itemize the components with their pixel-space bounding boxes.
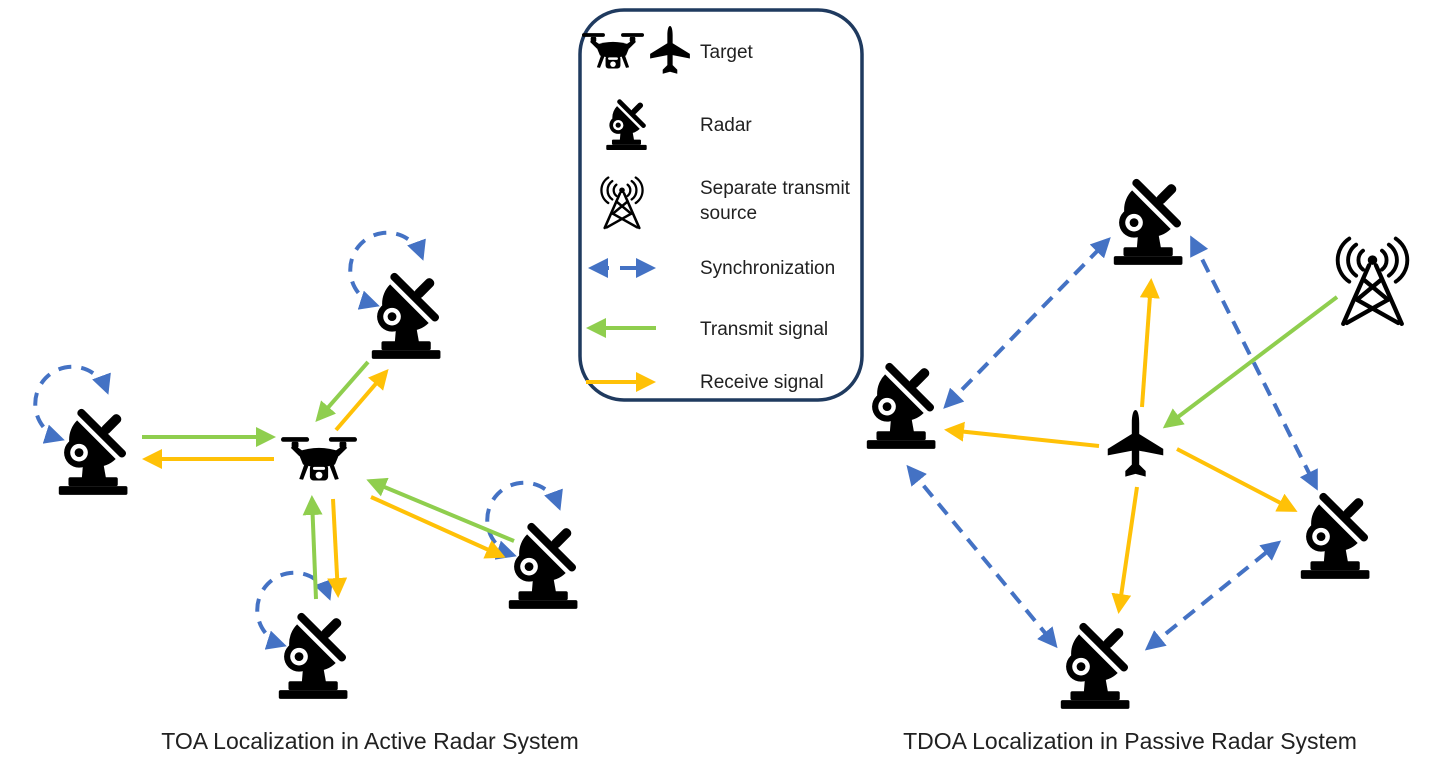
toa-caption: TOA Localization in Active Radar System	[161, 728, 579, 754]
sync-arrow-top-right	[1190, 235, 1318, 491]
legend-label-synchronization: Synchronization	[700, 258, 836, 279]
transmit-arrow-tower-to-plane	[1162, 295, 1339, 429]
radar-icon	[603, 93, 653, 150]
sync-arrow-left-bottom	[906, 464, 1058, 649]
toa-diagram	[33, 230, 588, 699]
radar-icon	[1295, 482, 1380, 579]
airplane-icon	[650, 26, 690, 74]
legend-label-receive-signal: Receive signal	[700, 372, 824, 393]
radar-icon	[1108, 168, 1193, 265]
transmit-tower-icon	[1338, 239, 1408, 324]
radar-icon	[1055, 612, 1140, 709]
legend-label-separate-transmit-source: Separate transmit source	[700, 178, 850, 224]
receive-arrow-plane-to-right	[1176, 447, 1298, 512]
legend	[578, 8, 864, 402]
receive-arrow-plane-to-bottom	[1111, 486, 1139, 614]
radar-icon	[366, 262, 451, 359]
radar-icon	[503, 512, 588, 609]
tdoa-diagram	[861, 168, 1408, 709]
drone-icon	[281, 437, 357, 481]
transmit-arrow-right-to-drone	[366, 477, 515, 543]
sync-loop-bottom-radar	[255, 570, 333, 650]
transmit-arrow-top-to-drone	[315, 360, 370, 423]
radar-icon	[53, 398, 138, 495]
legend-label-target: Target	[700, 42, 753, 63]
tdoa-caption: TDOA Localization in Passive Radar Syste…	[903, 728, 1357, 754]
airplane-icon	[1107, 410, 1164, 477]
receive-arrow-drone-to-right	[370, 495, 506, 559]
legend-label-transmit-signal: Transmit signal	[700, 319, 829, 340]
transmit-tower-icon	[600, 176, 644, 230]
legend-box	[578, 8, 864, 402]
sync-loop-left-radar	[33, 364, 111, 444]
radar-icon	[861, 352, 946, 449]
legend-label-radar: Radar	[700, 115, 752, 136]
sync-arrow-left-top	[943, 237, 1111, 409]
sync-loop-top-radar	[348, 230, 426, 310]
receive-arrow-plane-to-left	[944, 421, 1100, 448]
receive-arrow-drone-to-bottom	[327, 498, 348, 598]
receive-arrow-plane-to-top	[1139, 278, 1160, 408]
transmit-arrow-bottom-to-drone	[302, 495, 323, 600]
drone-icon	[582, 33, 644, 69]
radar-icon	[273, 602, 358, 699]
receive-arrow-drone-to-top	[334, 368, 389, 432]
sync-arrow-bottom-right	[1144, 540, 1282, 651]
